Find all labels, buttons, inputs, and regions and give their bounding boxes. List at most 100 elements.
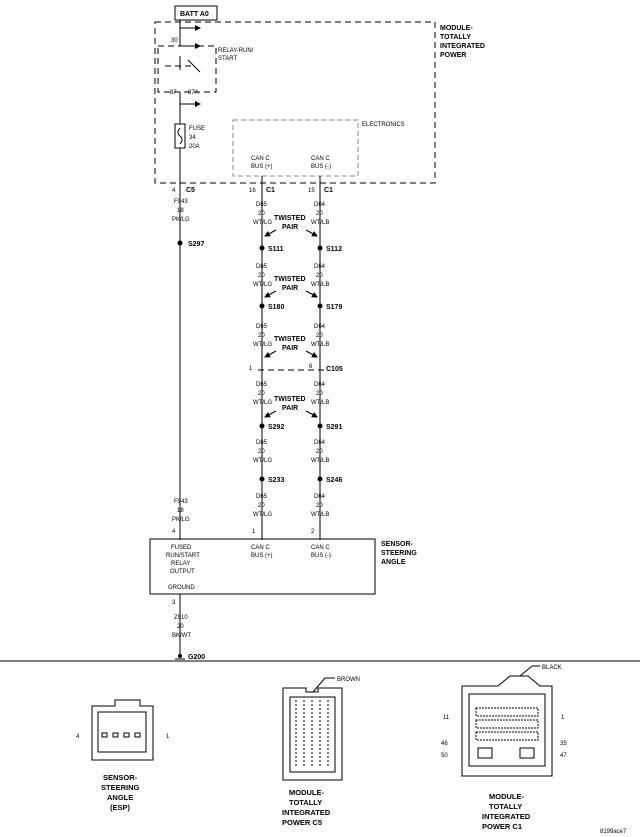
wire-labels-seg2: D65 20 WT/LG D64 20 WT/LB xyxy=(253,264,329,288)
twisted-pair-3b: PAIR xyxy=(282,345,298,352)
c1-pin-11: 11 xyxy=(443,715,450,721)
batt-a0-box xyxy=(174,5,218,21)
f943-top-2: 18 xyxy=(177,208,184,214)
svg-text:D65: D65 xyxy=(256,202,268,208)
svg-text:20: 20 xyxy=(258,503,265,509)
relay-switch xyxy=(187,59,201,73)
svg-text:D64: D64 xyxy=(314,202,326,208)
sensor-steering-angle-box xyxy=(149,538,376,595)
svg-text:20: 20 xyxy=(258,333,265,339)
twisted-pair-4b: PAIR xyxy=(282,405,298,412)
z910-3: BK/WT xyxy=(172,633,191,639)
wire-labels-seg3: D65 20 WT/LG D64 20 WT/LB xyxy=(253,324,329,348)
z910-2: 20 xyxy=(177,624,184,630)
svg-text:D64: D64 xyxy=(314,382,326,388)
c105-label: C105 xyxy=(326,366,343,373)
connector-view-ssa xyxy=(91,699,154,761)
sensor-can-plus-1: CAN C xyxy=(251,545,270,551)
twisted-pair-1a: TWISTED xyxy=(274,215,306,222)
svg-text:WT/LB: WT/LB xyxy=(311,400,329,406)
ssa-conn-pin-1: 1 xyxy=(166,734,170,740)
ssa-pin-1: 1 xyxy=(252,529,256,535)
svg-text:WT/LB: WT/LB xyxy=(311,342,329,348)
splice-s297-dot xyxy=(177,240,183,246)
splice-s180-dot xyxy=(259,303,265,309)
sensor-can-minus-2: BUS (-) xyxy=(311,553,331,559)
sensor-can-plus-2: BUS (+) xyxy=(251,553,273,559)
c105-pin-1: 1 xyxy=(249,366,253,372)
svg-text:D64: D64 xyxy=(314,324,326,330)
svg-text:WT/LB: WT/LB xyxy=(311,512,329,518)
splice-s179: S179 xyxy=(326,304,342,311)
splice-s246: S246 xyxy=(326,477,342,484)
svg-text:D65: D65 xyxy=(256,264,268,270)
relay-pin-87: 87 xyxy=(170,90,177,96)
ssa-conn-title-2: STEERING xyxy=(101,783,140,792)
splice-s180: S180 xyxy=(268,304,284,311)
twisted-pair-4a: TWISTED xyxy=(274,396,306,403)
sensor-fused-3: RELAY xyxy=(171,561,190,567)
relay-box xyxy=(157,45,217,93)
figure-id: 8199ace7 xyxy=(600,829,627,835)
relay-label-2: START xyxy=(218,56,237,62)
c1-plus-pin: 16 xyxy=(249,188,256,194)
tipm-title-4: POWER xyxy=(440,52,466,59)
ssa-pin-2: 2 xyxy=(311,529,315,535)
svg-text:20: 20 xyxy=(258,211,265,217)
f943-top-1: F943 xyxy=(174,199,188,205)
c105-pin-6: 6 xyxy=(309,364,313,370)
splice-s292-dot xyxy=(259,423,265,429)
sensor-fused-1: FUSED xyxy=(171,545,192,551)
can-c-minus-1: CAN C xyxy=(311,156,330,162)
splice-s111: S111 xyxy=(268,246,284,253)
c1-minus-label: C1 xyxy=(324,187,333,194)
splice-s111-dot xyxy=(259,245,265,251)
twisted-pair-2a: TWISTED xyxy=(274,276,306,283)
sensor-title-1: SENSOR- xyxy=(381,541,414,548)
sensor-title-2: STEERING xyxy=(381,550,417,557)
c1-pin-50: 50 xyxy=(441,753,448,759)
ground-pin-3: 3 xyxy=(172,600,176,606)
pin-4-ssa: 4 xyxy=(172,529,176,535)
splice-s233-dot xyxy=(259,476,265,482)
c5-title-1: MODULE- xyxy=(289,788,324,797)
sensor-ground: GROUND xyxy=(168,585,195,591)
splice-s112: S112 xyxy=(326,246,342,253)
c1-title-2: TOTALLY xyxy=(489,802,522,811)
c5-title-3: INTEGRATED xyxy=(282,808,331,817)
splice-s179-dot xyxy=(317,303,323,309)
ssa-conn-title-4: (ESP) xyxy=(110,803,131,812)
sensor-fused-4: OUTPUT xyxy=(170,569,195,575)
ssa-conn-pin-4: 4 xyxy=(76,734,80,740)
svg-text:WT/LG: WT/LG xyxy=(253,512,272,518)
tipm-title-1: MODULE- xyxy=(440,25,473,32)
svg-text:D64: D64 xyxy=(314,264,326,270)
ssa-conn-title-3: ANGLE xyxy=(107,793,133,802)
sensor-can-minus-1: CAN C xyxy=(311,545,330,551)
electronics-label: ELECTRONICS xyxy=(362,122,405,128)
splice-s292: S292 xyxy=(268,424,284,431)
svg-text:20: 20 xyxy=(316,211,323,217)
tipm-title-3: INTEGRATED xyxy=(440,43,485,50)
svg-text:WT/LB: WT/LB xyxy=(311,220,329,226)
can-c-minus-2: BUS (-) xyxy=(311,164,331,170)
svg-text:20: 20 xyxy=(316,273,323,279)
c5-title-4: POWER C5 xyxy=(282,818,322,827)
svg-text:WT/LG: WT/LG xyxy=(253,342,272,348)
f943-bottom-1: F943 xyxy=(174,499,188,505)
svg-text:WT/LG: WT/LG xyxy=(253,282,272,288)
connector-view-c5 xyxy=(282,677,343,781)
relay-pin-30: 30 xyxy=(171,38,178,44)
c1-pin-1: 1 xyxy=(561,715,565,721)
svg-text:WT/LB: WT/LB xyxy=(311,282,329,288)
f943-bottom-3: PK/LG xyxy=(172,517,190,523)
relay-label-1: RELAY-RUN/ xyxy=(218,48,254,54)
splice-s291-dot xyxy=(317,423,323,429)
relay-pin-87a: 87A xyxy=(188,90,199,96)
twisted-pair-2b: PAIR xyxy=(282,285,298,292)
svg-text:20: 20 xyxy=(258,273,265,279)
c1-color: BLACK xyxy=(542,665,562,671)
can-c-plus-2: BUS (+) xyxy=(251,164,273,170)
ground-g200: G200 xyxy=(188,654,205,661)
